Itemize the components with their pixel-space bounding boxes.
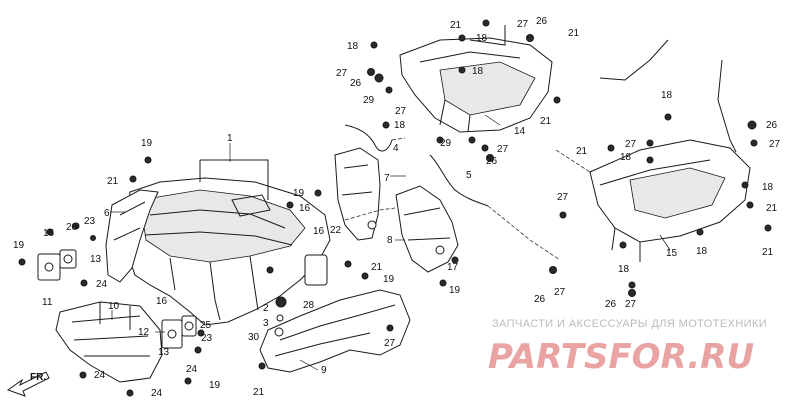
callout-27h: 27	[554, 287, 566, 298]
callout-21d: 21	[568, 28, 580, 39]
callout-21e: 21	[540, 116, 552, 127]
skid-plate	[55, 301, 163, 383]
splash-guard-upper	[334, 147, 381, 241]
callout-13a: 13	[90, 254, 102, 265]
bracket-right	[161, 315, 197, 349]
rear-carrier-lower	[589, 139, 751, 262]
splash-guard-lower	[395, 185, 459, 273]
callout-18f: 18	[620, 152, 632, 163]
callout-4: 4	[393, 143, 399, 154]
callout-18b: 18	[394, 120, 406, 131]
callout-23b: 23	[201, 333, 213, 344]
left-side-panel	[105, 189, 159, 283]
callout-21g: 21	[766, 203, 778, 214]
watermark-brand: PARTSFOR.RU	[488, 337, 754, 377]
cables	[344, 39, 737, 207]
callout-14: 14	[514, 126, 526, 137]
callout-labels: 1 2 3 4 5 6 7 8 9 10 11 12 13 13 14 15 1…	[13, 16, 781, 399]
callout-16d: 16	[156, 296, 168, 307]
front-direction-marker: FR.	[6, 371, 50, 397]
callout-1: 1	[227, 133, 233, 144]
bracket-left	[37, 249, 77, 281]
callout-11: 11	[42, 297, 53, 308]
callout-2: 2	[263, 303, 269, 314]
callout-13b: 13	[158, 347, 170, 358]
callout-19b: 19	[13, 240, 25, 251]
mud-guard	[259, 289, 411, 373]
direction-label: FR.	[30, 372, 46, 383]
callout-16a: 16	[43, 228, 55, 239]
callout-16c: 16	[313, 226, 325, 237]
callout-26f: 26	[605, 299, 617, 310]
callout-18c: 18	[476, 33, 488, 44]
callout-18d: 18	[472, 66, 484, 77]
watermark-caption: ЗАПЧАСТИ И АКСЕССУАРЫ ДЛЯ МОТОТЕХНИКИ	[492, 318, 767, 330]
callout-15: 15	[666, 248, 678, 259]
callout-12: 12	[138, 327, 150, 338]
callout-26d: 26	[766, 120, 778, 131]
callout-27d: 27	[497, 144, 509, 155]
callout-21c: 21	[450, 20, 462, 31]
callout-26b: 26	[350, 78, 362, 89]
callout-18g: 18	[762, 182, 774, 193]
callout-18i: 18	[618, 264, 630, 275]
callout-18h: 18	[696, 246, 708, 257]
callout-24c: 24	[94, 370, 106, 381]
callout-19a: 19	[141, 138, 153, 149]
callout-24a: 24	[96, 279, 108, 290]
callout-27a: 27	[517, 19, 529, 30]
callout-29a: 29	[363, 95, 375, 106]
callout-23a: 23	[84, 216, 96, 227]
callout-19f: 19	[209, 380, 221, 391]
callout-3: 3	[263, 318, 269, 329]
callout-27e: 27	[625, 139, 637, 150]
callout-27j: 27	[384, 338, 396, 349]
callout-16b: 16	[299, 203, 311, 214]
callout-18e: 18	[661, 90, 673, 101]
callout-7: 7	[384, 173, 390, 184]
callout-24b: 24	[186, 364, 198, 375]
callout-8: 8	[387, 235, 393, 246]
callout-6: 6	[104, 208, 110, 219]
callout-5: 5	[466, 170, 472, 181]
callout-30: 30	[248, 332, 260, 343]
callout-25: 25	[200, 320, 212, 331]
callout-22: 22	[330, 225, 342, 236]
callout-27g: 27	[557, 192, 569, 203]
callout-21f: 21	[576, 146, 588, 157]
callout-19c: 19	[293, 188, 305, 199]
callout-26c: 26	[486, 156, 498, 167]
callout-27f: 27	[769, 139, 781, 150]
callout-24d: 24	[151, 388, 163, 399]
callout-29b: 29	[440, 138, 452, 149]
callout-26a: 26	[536, 16, 548, 27]
front-fender	[125, 159, 331, 326]
callout-21a: 21	[107, 176, 119, 187]
callout-26e: 26	[534, 294, 546, 305]
callout-20: 20	[66, 222, 78, 233]
callout-27c: 27	[395, 106, 407, 117]
leader-lines	[110, 114, 671, 371]
callout-27i: 27	[625, 299, 637, 310]
callout-21h: 21	[762, 247, 774, 258]
callout-10: 10	[108, 301, 120, 312]
callout-19d: 19	[383, 274, 395, 285]
callout-19e: 19	[449, 285, 461, 296]
callout-27b: 27	[336, 68, 348, 79]
callout-21b: 21	[371, 262, 383, 273]
callout-21i: 21	[253, 387, 265, 398]
callout-18a: 18	[347, 41, 359, 52]
callout-28: 28	[303, 300, 315, 311]
callout-17: 17	[447, 262, 459, 273]
fasteners	[18, 19, 772, 397]
callout-9: 9	[321, 365, 327, 376]
rear-carrier-upper	[399, 25, 553, 133]
